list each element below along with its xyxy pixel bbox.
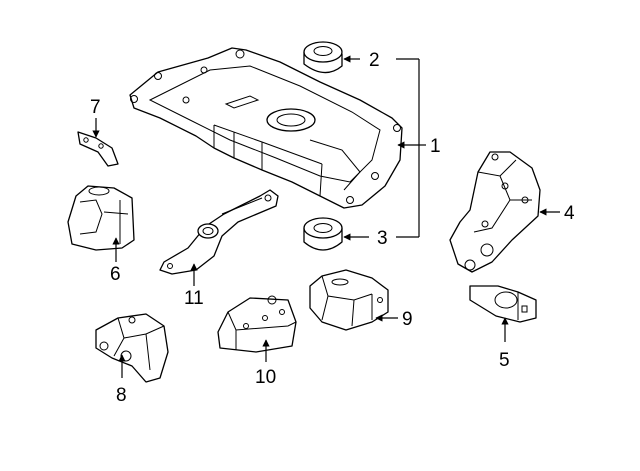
- subframe-part: [129, 47, 403, 209]
- small-bracket-part: [77, 131, 119, 167]
- engine-mount-part: [67, 185, 135, 251]
- lower-bushing-part: [303, 217, 343, 251]
- transmission-mount-part: [309, 269, 389, 331]
- upper-bushing-part: [303, 41, 343, 74]
- transmission-bracket-part: [449, 151, 541, 273]
- torque-arm-part: [159, 189, 279, 275]
- callout-2: 2: [369, 50, 380, 71]
- callout-10: 10: [255, 367, 276, 388]
- callout-4: 4: [564, 203, 575, 224]
- callout-5: 5: [499, 350, 510, 371]
- leader-lines: [92, 55, 560, 378]
- callout-1: 1: [430, 136, 441, 157]
- mount-block-part: [217, 295, 297, 353]
- callout-11: 11: [184, 288, 204, 309]
- left-mount-part: [95, 313, 169, 383]
- callout-8: 8: [116, 385, 127, 406]
- callout-9: 9: [402, 309, 413, 330]
- callout-3: 3: [377, 228, 388, 249]
- callout-7: 7: [90, 97, 101, 118]
- small-mount-part: [469, 285, 537, 323]
- callout-6: 6: [110, 264, 121, 285]
